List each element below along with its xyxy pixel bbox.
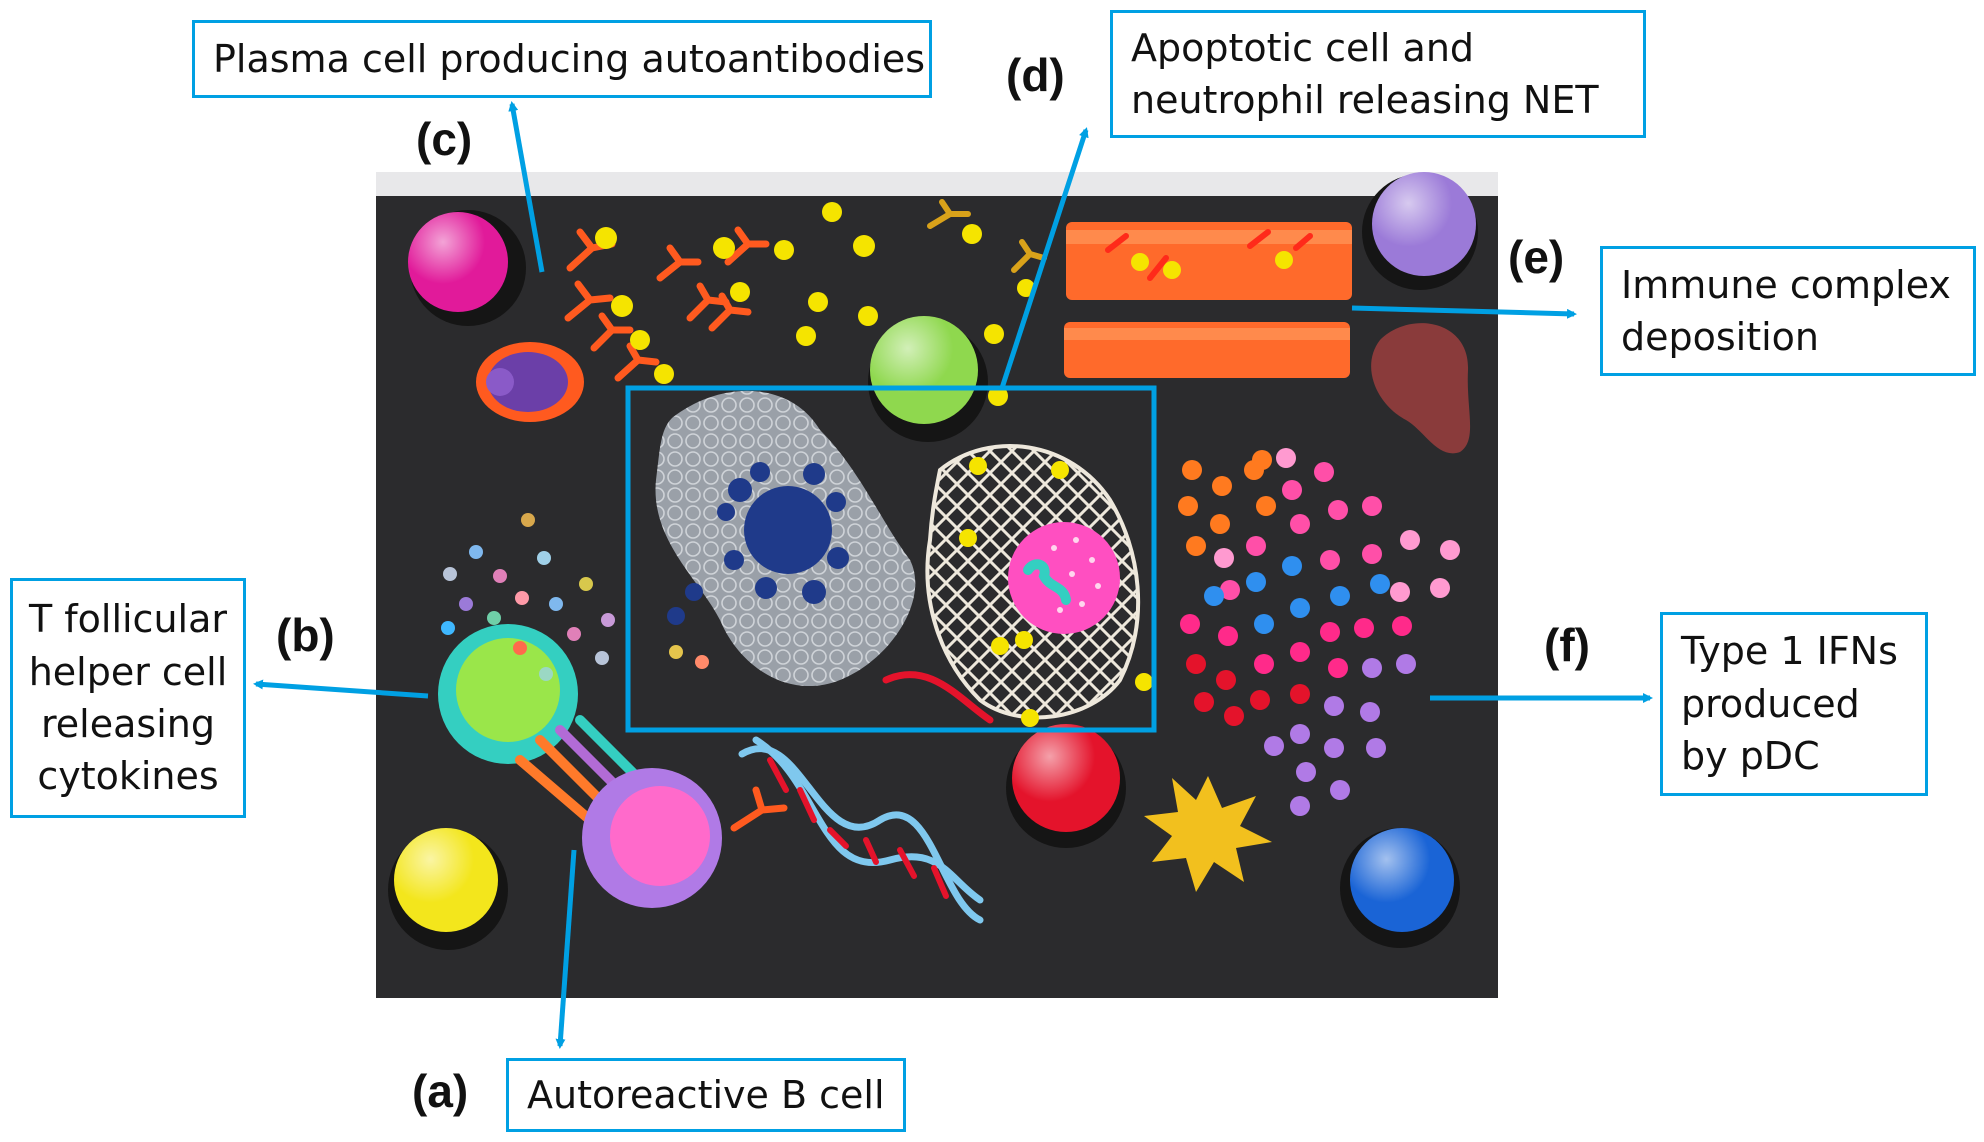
tfh-cell: [438, 624, 578, 764]
label-tfh-cell: T follicular helper cell releasing cytok…: [10, 578, 246, 818]
label-type1-ifns: Type 1 IFNs produced by pDC: [1660, 612, 1928, 796]
kidney: [1371, 323, 1471, 454]
arrow-c: [508, 101, 545, 273]
label-bcell-text: Autoreactive B cell: [527, 1072, 885, 1117]
inset-highlight-box: [625, 385, 1157, 733]
label-apoptotic-text: Apoptotic cell and neutrophil releasing …: [1131, 25, 1599, 122]
panel-letter-a: (a): [412, 1065, 469, 1117]
label-immune-complex: Immune complex deposition: [1600, 246, 1976, 376]
neutrophil-net: [925, 444, 1153, 727]
panel-letter-f: (f): [1544, 619, 1590, 671]
button-blue: [1340, 828, 1460, 948]
blood-vessel-bottom: [1064, 322, 1350, 378]
button-yellow: [388, 828, 508, 950]
label-immune-complex-text: Immune complex deposition: [1621, 262, 1951, 359]
panel-letter-d: (d): [1006, 49, 1065, 101]
panel-letter-c: (c): [416, 113, 473, 165]
plasma-cell: [476, 342, 584, 422]
antibodies-gold: [927, 199, 1047, 273]
label-apoptotic-cell: Apoptotic cell and neutrophil releasing …: [1110, 10, 1646, 138]
pdc-cell: [1144, 776, 1272, 892]
button-green: [868, 316, 988, 442]
arrow-b: [253, 679, 429, 699]
arrows: [253, 101, 1653, 1049]
cytokines: [441, 513, 709, 681]
label-plasma-cell: Plasma cell producing autoantibodies: [192, 20, 932, 98]
panel-letter-e: (e): [1508, 231, 1565, 283]
dna-strand: [738, 671, 994, 924]
apoptotic-cell: [655, 390, 916, 687]
panel-letter-b: (b): [276, 609, 335, 661]
label-plasma-text: Plasma cell producing autoantibodies: [213, 36, 926, 81]
arrow-d: [999, 127, 1089, 389]
antigens: [595, 202, 1035, 406]
blood-vessel-top: [1066, 222, 1352, 300]
b-cell: [582, 768, 722, 908]
label-ifn-text: Type 1 IFNs produced by pDC: [1681, 629, 1898, 779]
button-red: [1006, 724, 1126, 848]
type1-ifns: [1178, 448, 1460, 816]
button-purple: [1362, 172, 1478, 290]
cell-connectors: [515, 715, 645, 825]
immune-complexes: [1105, 229, 1313, 281]
label-tfh-text: T follicular helper cell releasing cytok…: [28, 597, 228, 799]
antibodies: [564, 226, 788, 832]
label-b-cell: Autoreactive B cell: [506, 1058, 906, 1132]
button-magenta: [408, 210, 526, 326]
arrow-a: [555, 849, 577, 1049]
arrow-e: [1351, 305, 1577, 319]
